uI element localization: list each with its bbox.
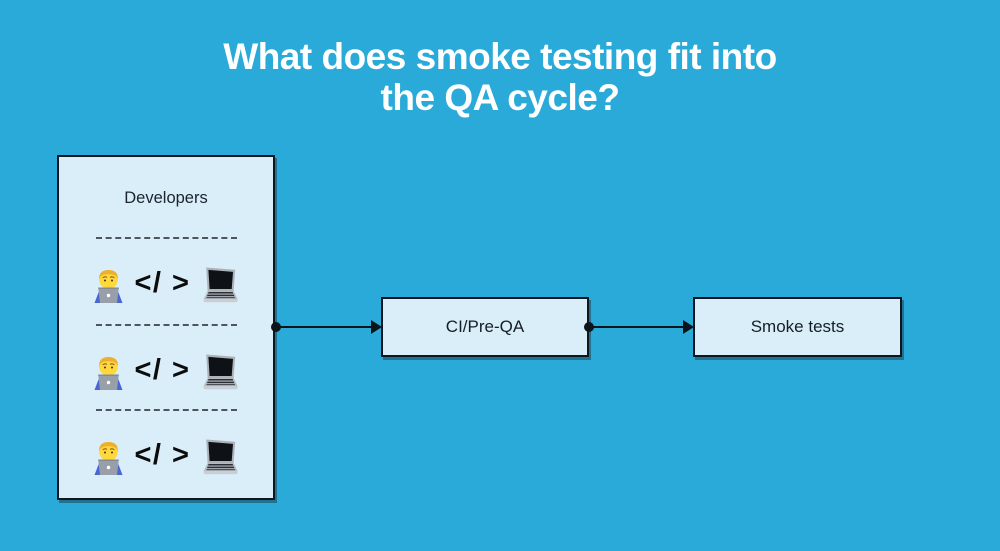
code-symbol-text: </ > [134, 266, 191, 299]
technologist-icon [94, 357, 122, 390]
dashed-divider [96, 237, 237, 239]
node-ci-pre-qa-label: CI/Pre-QA [445, 317, 525, 336]
title-line-1: What does smoke testing fit into [223, 36, 777, 77]
technologist-icon [94, 270, 122, 303]
connector-start-dot [271, 322, 281, 332]
node-smoke-tests: Smoke tests [693, 297, 902, 357]
node-smoke-tests-label: Smoke tests [750, 317, 845, 336]
laptop-icon [203, 267, 238, 303]
developers-panel-label: Developers [124, 189, 208, 207]
code-symbol-text: </ > [134, 438, 191, 471]
developers-panel: Developers </ > [57, 155, 275, 500]
node-ci-pre-qa: CI/Pre-QA [381, 297, 589, 357]
laptop-icon [203, 439, 238, 475]
connector-developers-to-ci [275, 326, 373, 328]
technologist-icon [94, 442, 122, 475]
arrowhead-icon [371, 320, 382, 334]
laptop-icon [203, 354, 238, 390]
dashed-divider [96, 324, 237, 326]
developer-row: </ > [59, 435, 273, 479]
code-symbol-text: </ > [134, 353, 191, 386]
developer-row: </ > [59, 263, 273, 307]
connector-start-dot [584, 322, 594, 332]
connector-ci-to-smoke [588, 326, 684, 328]
developer-row: </ > [59, 350, 273, 394]
dashed-divider [96, 409, 237, 411]
arrowhead-icon [683, 320, 694, 334]
title-line-2: the QA cycle? [380, 77, 620, 118]
